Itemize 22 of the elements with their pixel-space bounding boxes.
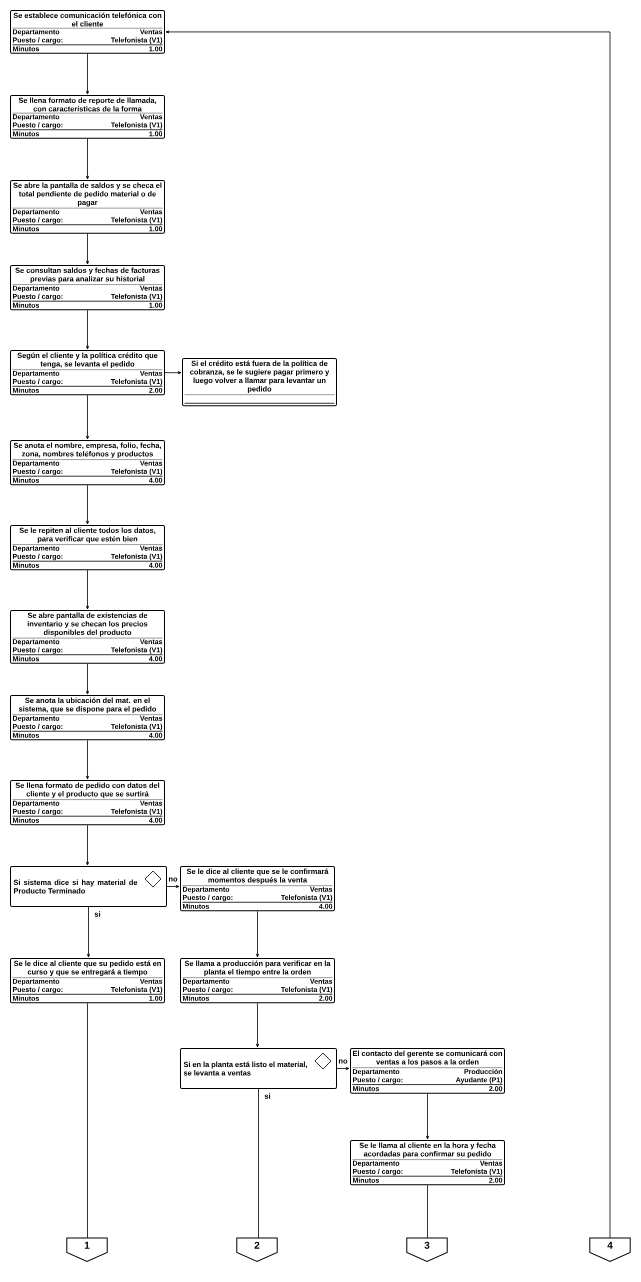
- arrow: [164, 371, 182, 375]
- arrow: [426, 1093, 429, 1140]
- off-page-connector: 4: [589, 1237, 631, 1262]
- arrow: [256, 910, 259, 958]
- arrow: [336, 1067, 350, 1070]
- arrow: [86, 569, 89, 610]
- arrow: [86, 739, 89, 780]
- arrow: [87, 906, 90, 958]
- arrow: [86, 233, 89, 265]
- arrow: [165, 30, 611, 1239]
- arrow: [86, 824, 89, 866]
- arrow: [86, 394, 89, 440]
- off-page-connector: 3: [406, 1237, 448, 1262]
- arrow: [166, 885, 180, 888]
- arrow: [86, 663, 89, 695]
- arrow: [86, 309, 89, 350]
- arrow: [86, 484, 89, 525]
- arrow: [86, 138, 89, 180]
- off-page-connector: 1: [66, 1237, 108, 1262]
- off-page-connector: 2: [236, 1237, 278, 1262]
- arrow: [256, 1002, 259, 1048]
- arrow: [86, 53, 89, 95]
